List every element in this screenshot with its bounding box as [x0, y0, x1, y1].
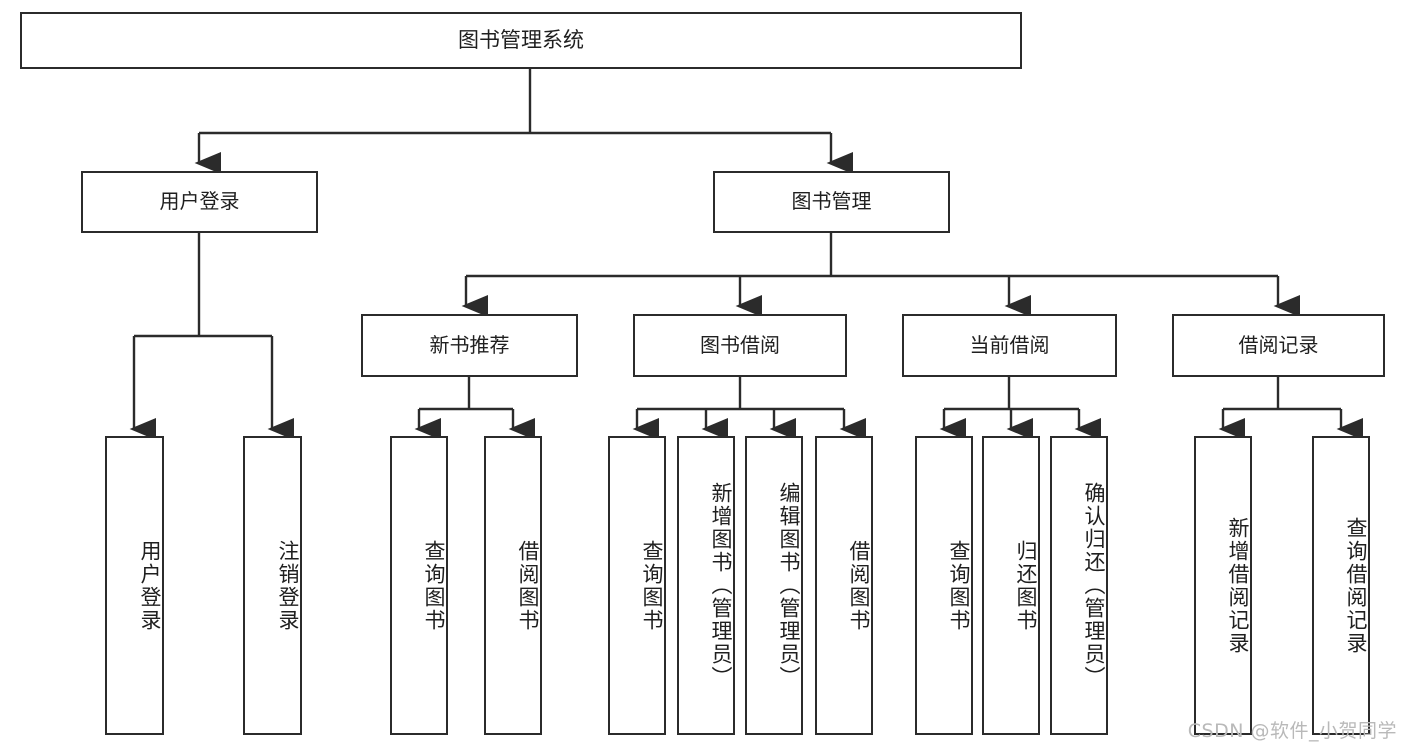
- node-leaf-query-book-3[interactable]: 查询图书: [915, 436, 973, 735]
- node-leaf-add-book[interactable]: 新增图书（管理员）: [677, 436, 735, 735]
- node-leaf-edit-book[interactable]: 编辑图书（管理员）: [745, 436, 803, 735]
- node-leaf-logout-login[interactable]: 注销登录: [243, 436, 302, 735]
- node-leaf-user-login[interactable]: 用户登录: [105, 436, 164, 735]
- node-leaf-confirm-return[interactable]: 确认归还（管理员）: [1050, 436, 1108, 735]
- node-leaf-borrow-book-2[interactable]: 借阅图书: [815, 436, 873, 735]
- node-leaf-borrow-book-1[interactable]: 借阅图书: [484, 436, 542, 735]
- node-leaf-edit-book-label: 编辑图书（管理员）: [777, 482, 801, 689]
- node-book-borrow-label: 图书借阅: [700, 332, 780, 357]
- node-current-borrow[interactable]: 当前借阅: [902, 314, 1117, 377]
- node-leaf-borrow-book-2-label: 借阅图书: [847, 539, 871, 632]
- node-leaf-query-borrow-record[interactable]: 查询借阅记录: [1312, 436, 1370, 735]
- node-leaf-query-borrow-record-label: 查询借阅记录: [1344, 516, 1368, 655]
- node-leaf-query-book-2-label: 查询图书: [640, 539, 664, 632]
- node-leaf-user-login-label: 用户登录: [138, 539, 162, 632]
- node-new-book-recommend-label: 新书推荐: [429, 332, 510, 357]
- node-leaf-query-book-1-label: 查询图书: [422, 539, 446, 632]
- node-book-management-label: 图书管理: [791, 189, 872, 214]
- csdn-watermark: CSDN @软件_小贺同学: [1187, 720, 1397, 742]
- node-leaf-add-borrow-record[interactable]: 新增借阅记录: [1194, 436, 1252, 735]
- node-current-borrow-label: 当前借阅: [969, 332, 1050, 357]
- node-user-login[interactable]: 用户登录: [81, 171, 318, 233]
- node-leaf-return-book-label: 归还图书: [1014, 539, 1038, 632]
- node-leaf-query-book-3-label: 查询图书: [947, 539, 971, 632]
- node-user-login-label: 用户登录: [159, 189, 240, 214]
- node-root-system-label: 图书管理系统: [458, 28, 584, 53]
- node-book-borrow[interactable]: 图书借阅: [633, 314, 847, 377]
- node-leaf-return-book[interactable]: 归还图书: [982, 436, 1040, 735]
- node-leaf-query-book-2[interactable]: 查询图书: [608, 436, 666, 735]
- node-leaf-query-book-1[interactable]: 查询图书: [390, 436, 448, 735]
- node-borrow-record[interactable]: 借阅记录: [1172, 314, 1385, 377]
- node-borrow-record-label: 借阅记录: [1238, 332, 1319, 357]
- node-leaf-confirm-return-label: 确认归还（管理员）: [1082, 482, 1106, 689]
- node-leaf-add-book-label: 新增图书（管理员）: [709, 482, 733, 689]
- node-root-system[interactable]: 图书管理系统: [20, 12, 1022, 69]
- node-book-management[interactable]: 图书管理: [713, 171, 950, 233]
- node-leaf-add-borrow-record-label: 新增借阅记录: [1226, 516, 1250, 655]
- node-leaf-borrow-book-1-label: 借阅图书: [516, 539, 540, 632]
- node-new-book-recommend[interactable]: 新书推荐: [361, 314, 578, 377]
- node-leaf-logout-login-label: 注销登录: [276, 539, 300, 632]
